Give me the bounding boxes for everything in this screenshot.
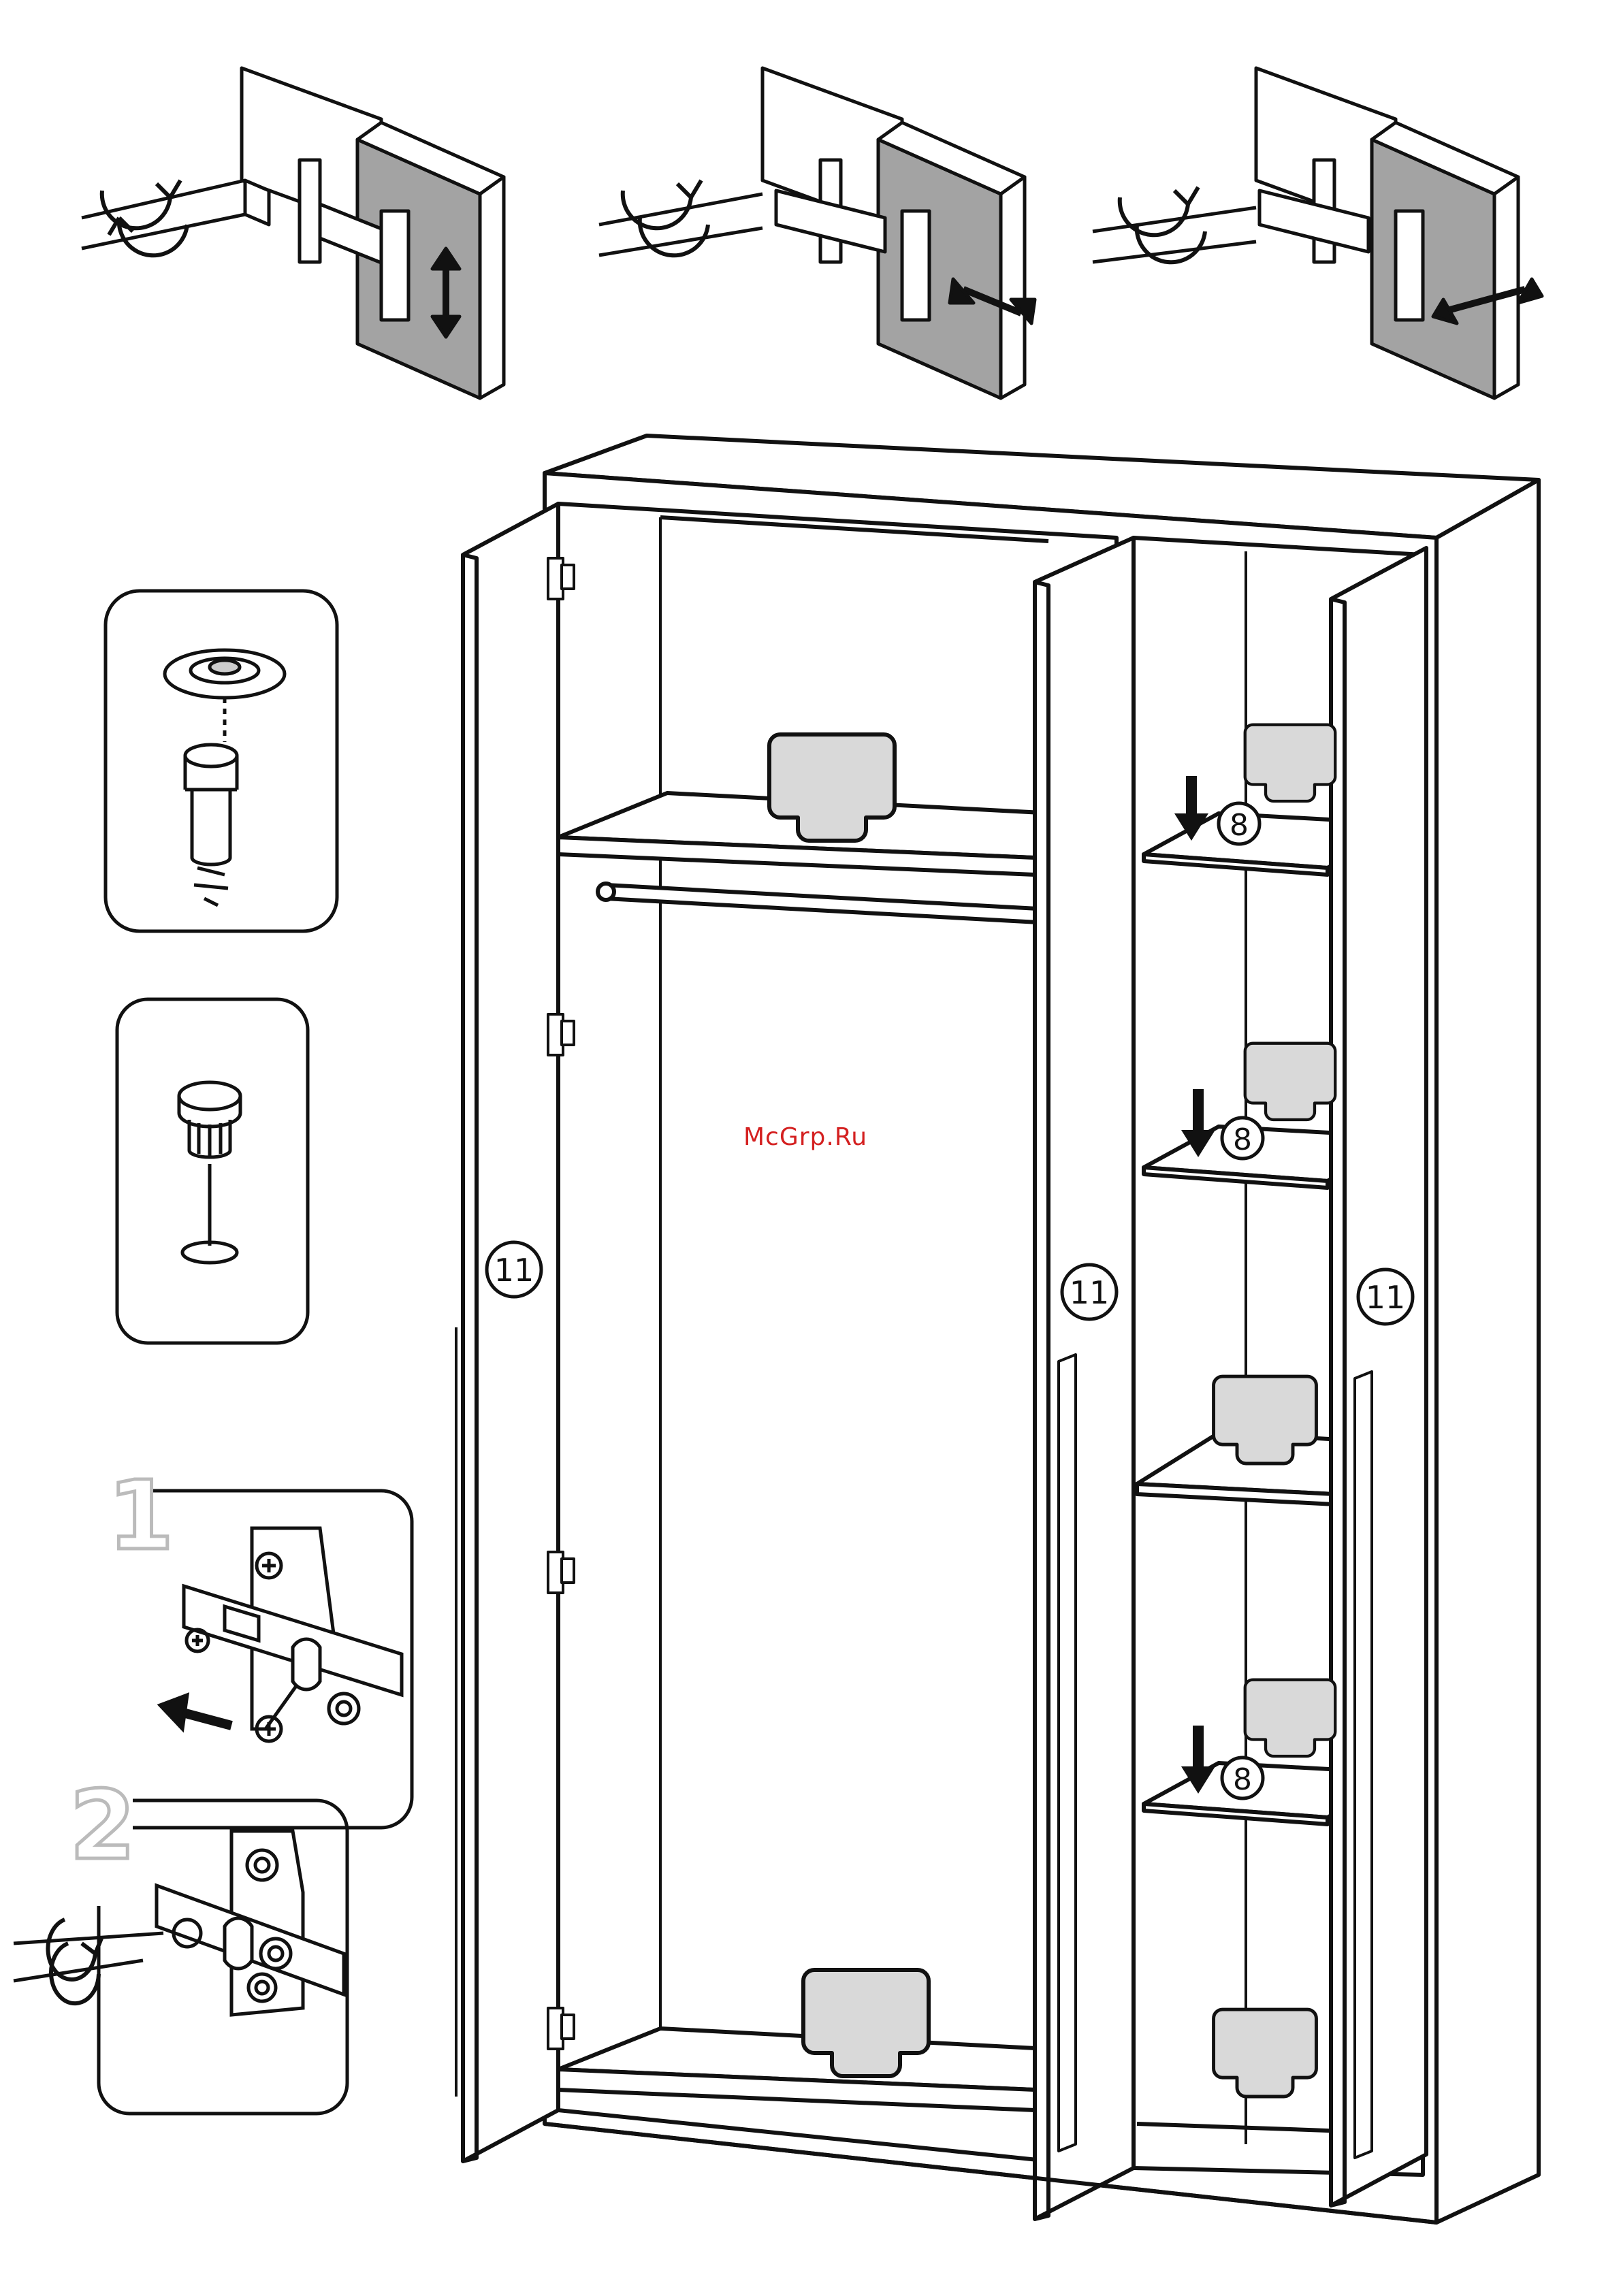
hinge-attach-step-1: 1 — [108, 1461, 412, 1828]
step-number-1: 1 — [108, 1461, 174, 1572]
part-number-11: 11 — [1070, 1274, 1110, 1311]
part-number-11: 11 — [494, 1252, 534, 1289]
step-number-2: 2 — [69, 1770, 135, 1881]
part-number-8: 8 — [1230, 808, 1249, 843]
left-arrow-icon — [160, 1695, 231, 1729]
wardrobe — [456, 436, 1539, 2222]
hinge-adjust-vertical — [82, 68, 504, 398]
hinge-adjust-depth — [599, 68, 1035, 398]
part-number-8: 8 — [1233, 1762, 1252, 1797]
cam-bolt-detail — [106, 591, 337, 931]
part-number-11: 11 — [1366, 1279, 1406, 1316]
shelf-pin-detail — [117, 999, 308, 1343]
watermark-text: McGrp.Ru — [743, 1123, 867, 1151]
part-number-8: 8 — [1233, 1122, 1252, 1157]
hinge-attach-step-2: 2 — [14, 1770, 347, 2114]
hinge-adjust-side — [1093, 68, 1542, 398]
